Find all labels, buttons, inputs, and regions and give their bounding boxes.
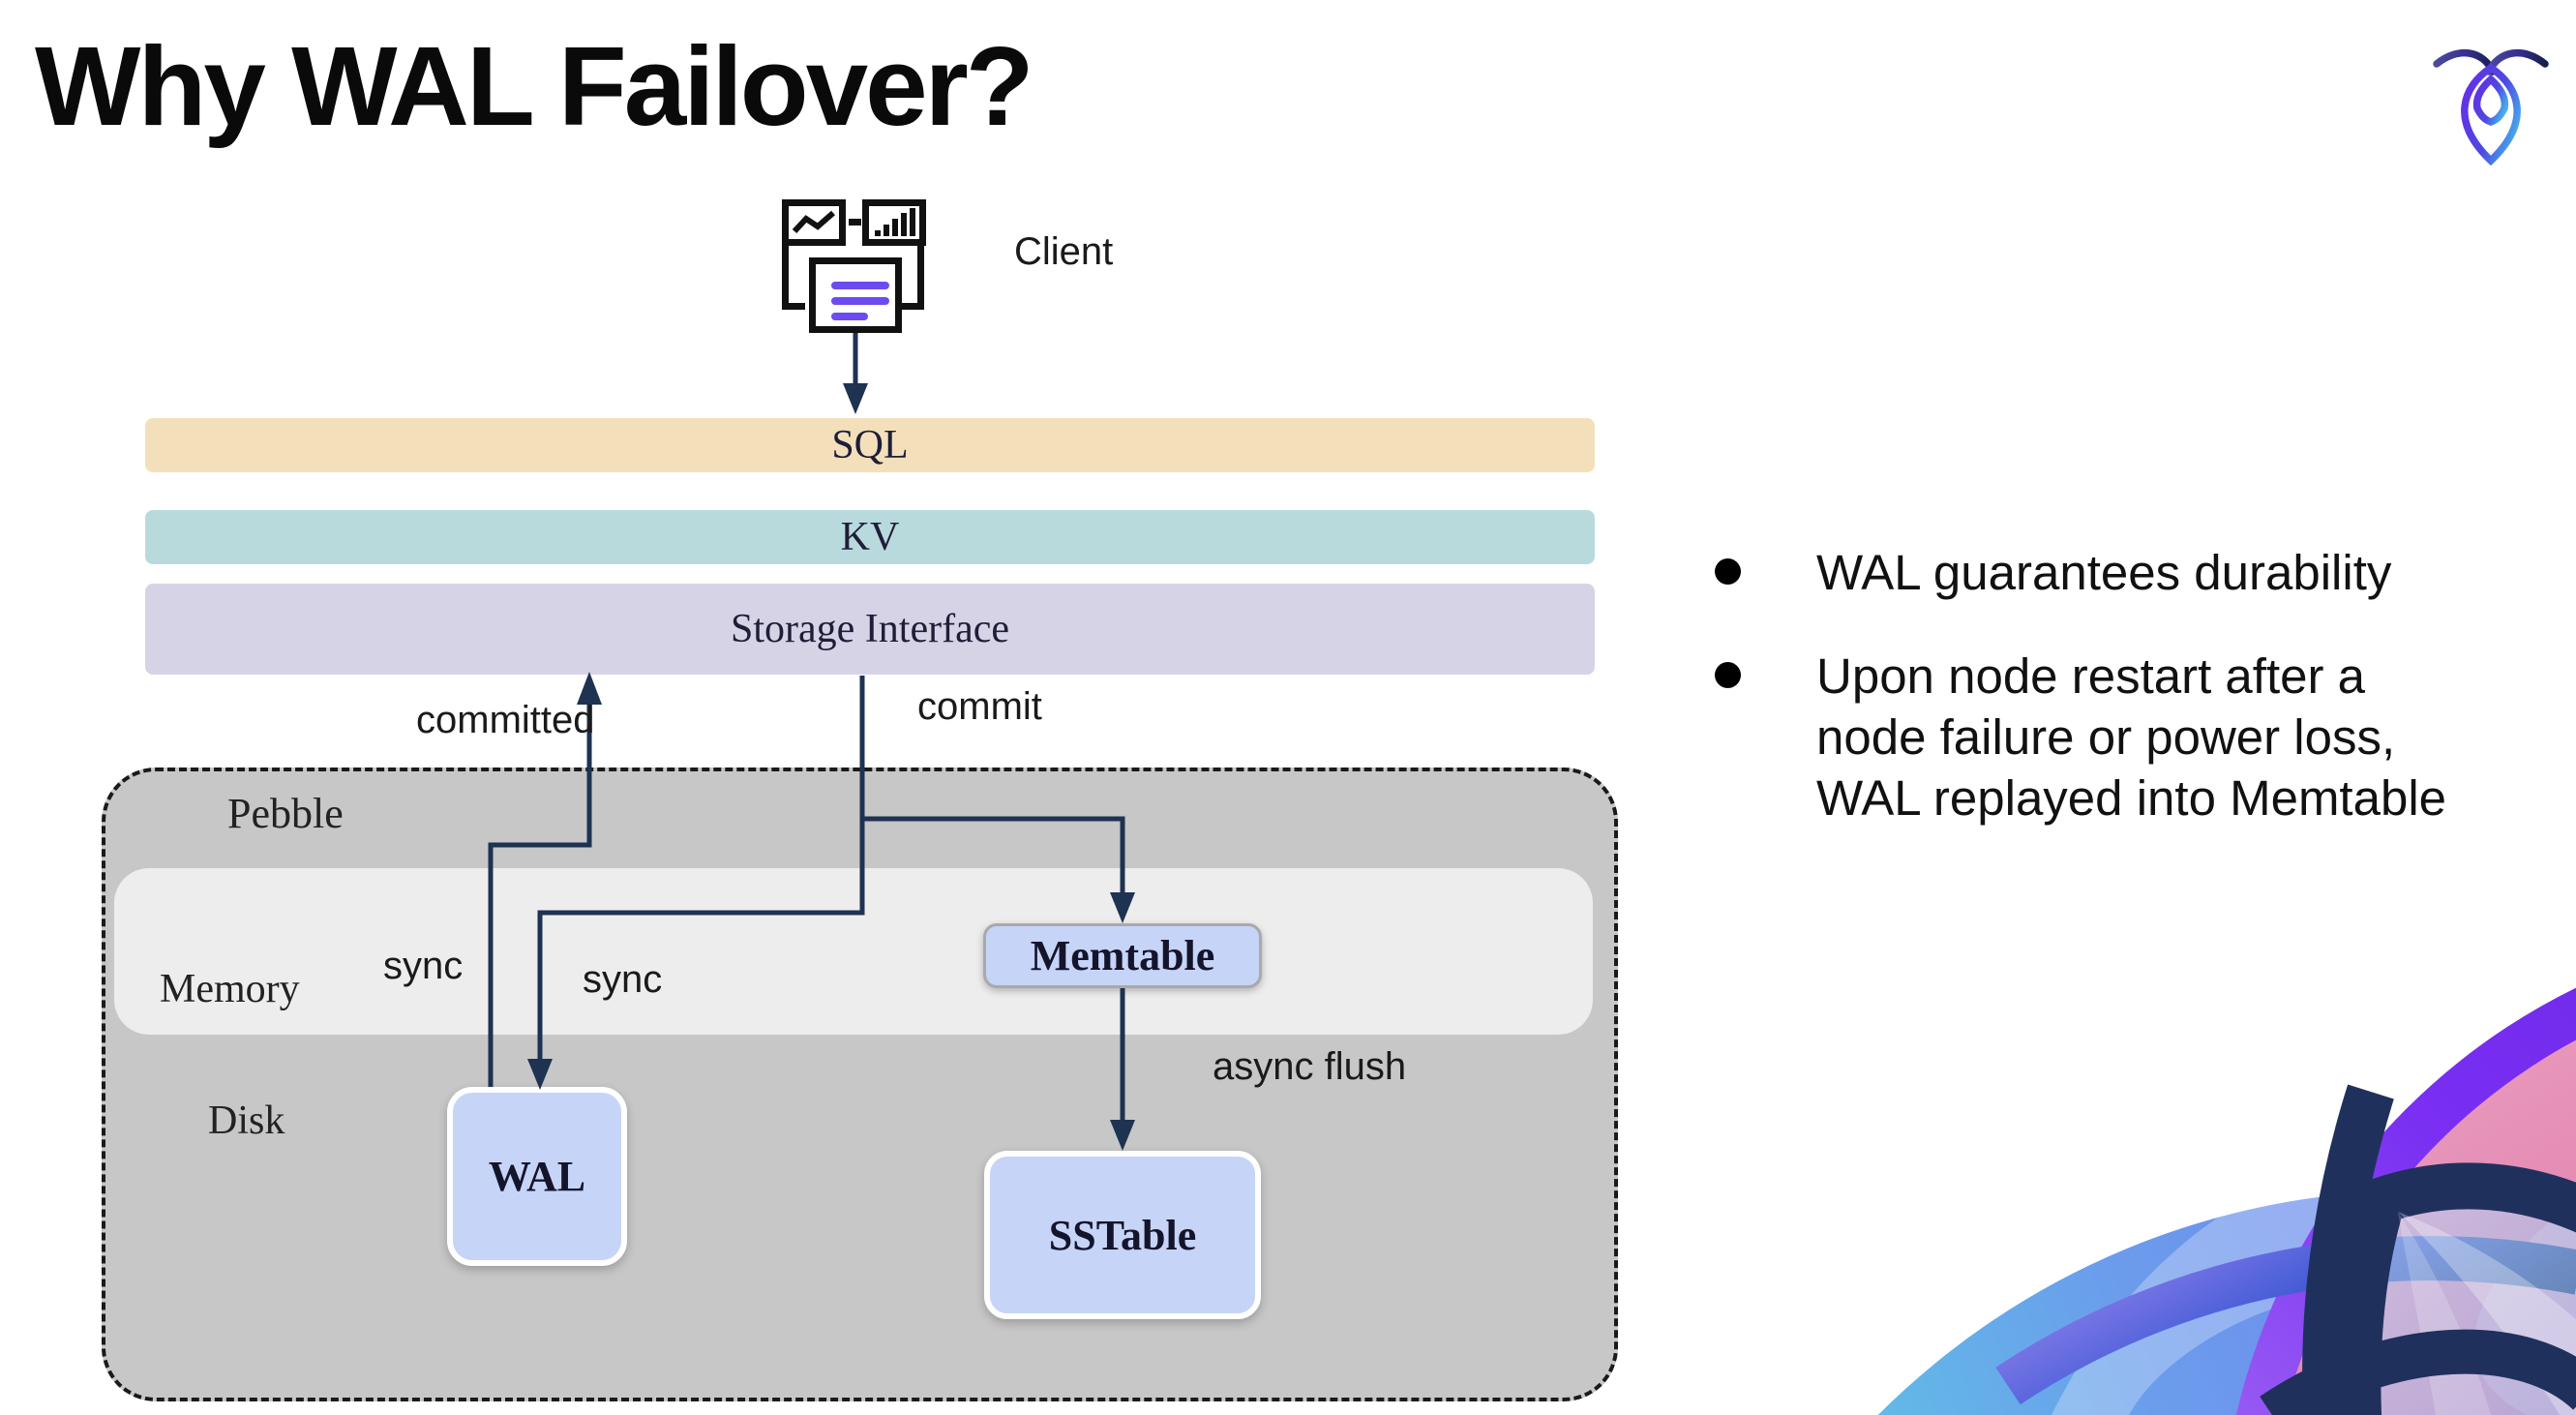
bar-chart-icon — [862, 199, 926, 246]
decor-pink-highlight — [2474, 1038, 2576, 1415]
bullet-text: WAL guarantees durability — [1816, 545, 2392, 600]
memtable-node-label: Memtable — [1030, 932, 1215, 979]
disk-label: Disk — [208, 1099, 285, 1143]
page-title: Why WAL Failover? — [35, 23, 1034, 149]
wal-node-label: WAL — [488, 1153, 586, 1200]
bullet-dot-icon — [1715, 662, 1741, 688]
decor-teal-highlight — [2052, 1156, 2448, 1415]
line-chart-icon — [782, 199, 846, 246]
bullet-text: Upon node restart after a node failure o… — [1816, 648, 2447, 826]
sql-layer-label: SQL — [831, 423, 909, 467]
committed-edge-label: committed — [416, 699, 595, 741]
decor-leaf-vein — [2398, 1212, 2576, 1415]
sstable-node-label: SSTable — [1048, 1211, 1197, 1259]
list-item: WAL guarantees durability — [1715, 542, 2479, 603]
kv-layer-label: KV — [840, 515, 900, 559]
dash-connector — [849, 219, 861, 226]
bullet-list: WAL guarantees durability Upon node rest… — [1715, 542, 2479, 871]
right-bracket-icon — [901, 246, 924, 310]
decor-leaf-left-stroke — [2302, 1084, 2394, 1415]
pebble-label: Pebble — [227, 790, 344, 837]
cockroachdb-logo-icon — [2433, 48, 2549, 166]
memory-label: Memory — [160, 967, 300, 1011]
client-arrowhead — [843, 383, 868, 414]
decor-leaf-vein — [2398, 1212, 2492, 1415]
bullet-dot-icon — [1715, 558, 1741, 585]
kv-layer-bar: KV — [145, 510, 1595, 564]
wal-node: WAL — [447, 1087, 627, 1266]
commit-edge-label: commit — [917, 685, 1042, 728]
memtable-node: Memtable — [983, 923, 1262, 988]
decor-bottom-arc — [2260, 1329, 2576, 1415]
decor-blue-band — [1995, 1236, 2576, 1405]
document-icon — [809, 257, 902, 333]
client-label: Client — [1014, 230, 1114, 273]
async-flush-edge-label: async flush — [1213, 1045, 1407, 1088]
decor-leaf-shape — [2334, 1162, 2576, 1415]
sync-left-edge-label: sync — [383, 945, 464, 987]
list-item: Upon node restart after a node failure o… — [1715, 646, 2479, 828]
storage-interface-label: Storage Interface — [731, 607, 1009, 651]
sql-layer-bar: SQL — [145, 418, 1595, 472]
sstable-node: SSTable — [984, 1151, 1261, 1319]
decor-teal-circle — [1878, 1190, 2576, 1415]
decor-navy-ring — [2558, 1314, 2576, 1415]
memory-zone — [114, 868, 1593, 1035]
decor-pink-circle — [2236, 987, 2576, 1415]
left-bracket-icon — [782, 246, 805, 310]
storage-interface-bar: Storage Interface — [145, 584, 1595, 675]
sync-right-edge-label: sync — [583, 958, 663, 1001]
